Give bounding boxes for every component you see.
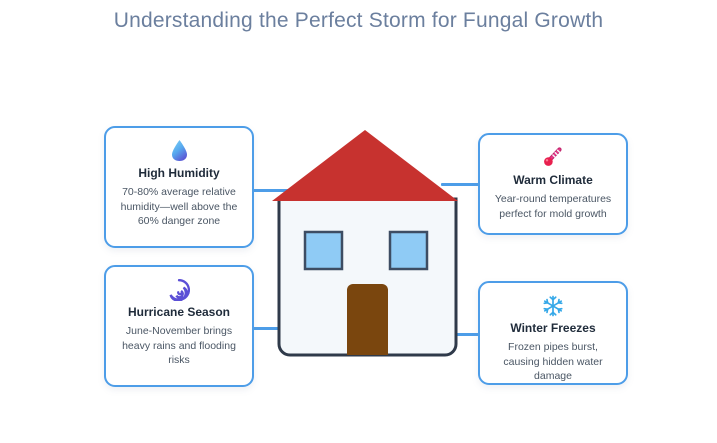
house-roof	[272, 130, 458, 201]
thermometer-icon	[490, 145, 616, 169]
card-hurricane-season[interactable]: Hurricane Season June-November brings he…	[104, 265, 254, 387]
card-description: Year-round temperatures perfect for mold…	[494, 193, 612, 220]
connector-warm-climate	[441, 183, 481, 186]
snowflake-icon	[490, 293, 616, 317]
card-title: Winter Freezes	[510, 321, 596, 335]
house-window-right	[388, 230, 429, 271]
connector-high-humidity	[250, 189, 292, 192]
page-title: Understanding the Perfect Storm for Fung…	[113, 9, 604, 32]
connector-hurricane-season	[250, 327, 292, 330]
card-description: Frozen pipes burst, causing hidden water…	[503, 341, 603, 382]
card-high-humidity[interactable]: High Humidity 70-80% average relative hu…	[104, 126, 254, 248]
card-warm-climate[interactable]: Warm Climate Year-round temperatures per…	[478, 133, 628, 235]
card-description: 70-80% average relative humidity—well ab…	[120, 186, 238, 227]
water-droplet-icon	[116, 138, 242, 162]
card-title: Warm Climate	[513, 173, 593, 187]
card-description: June-November brings heavy rains and flo…	[122, 325, 236, 366]
card-title: Hurricane Season	[127, 305, 231, 319]
card-title: High Humidity	[138, 166, 220, 180]
cyclone-icon	[116, 277, 242, 301]
connector-winter-freezes	[440, 333, 481, 336]
house-window-left	[303, 230, 344, 271]
house-illustration	[258, 118, 473, 368]
house-door	[347, 284, 388, 355]
card-winter-freezes[interactable]: Winter Freezes Frozen pipes burst, causi…	[478, 281, 628, 385]
